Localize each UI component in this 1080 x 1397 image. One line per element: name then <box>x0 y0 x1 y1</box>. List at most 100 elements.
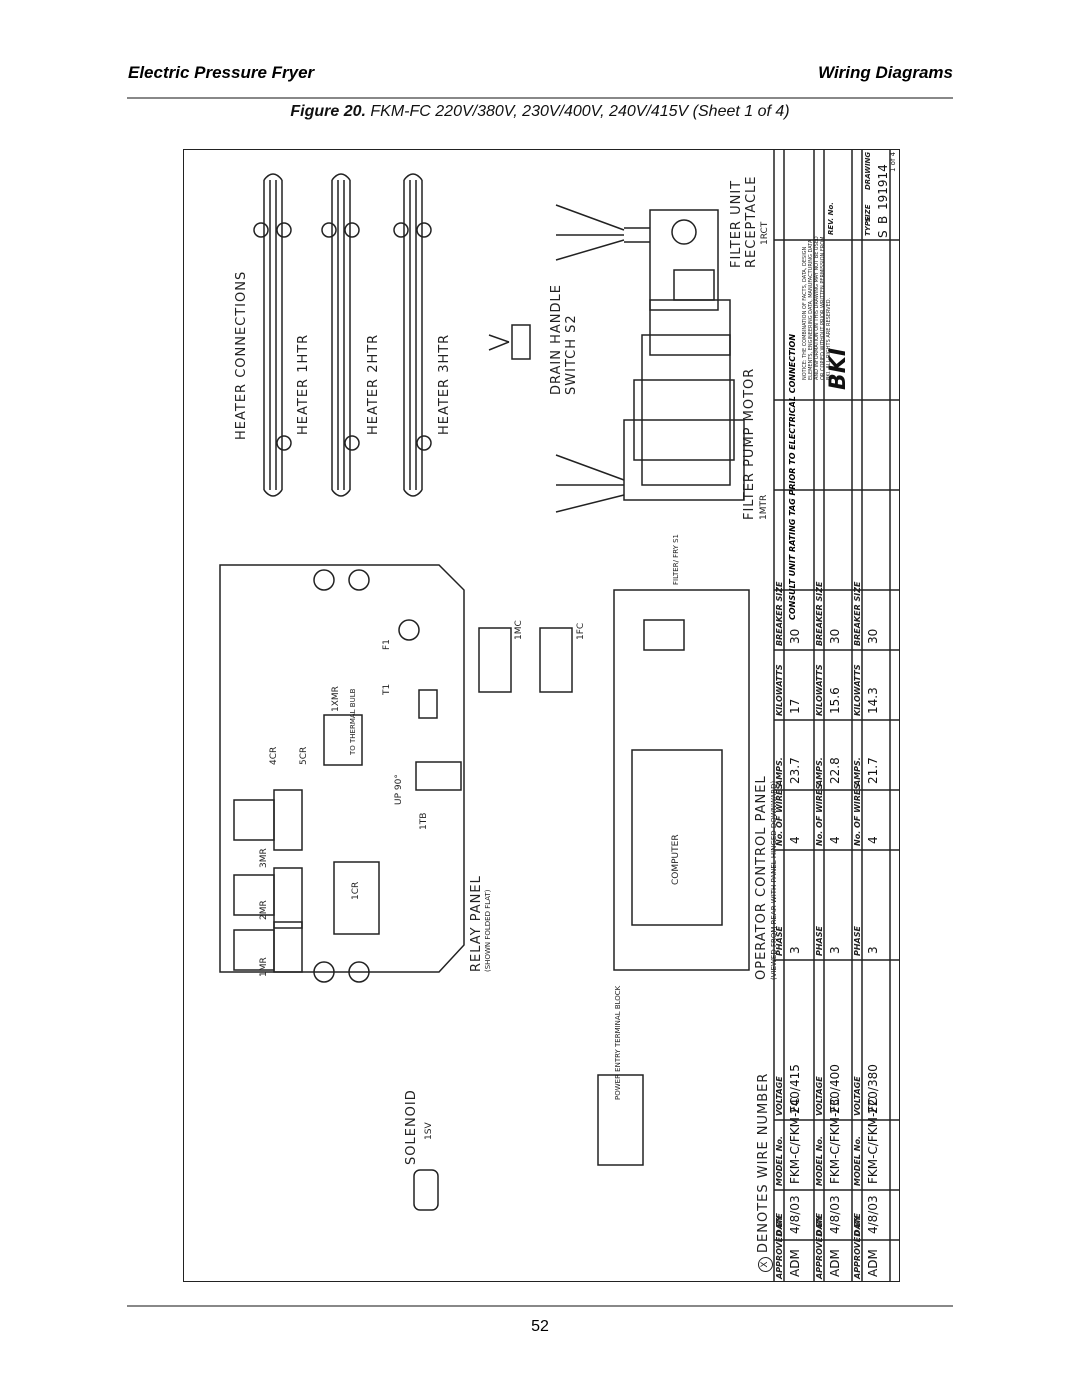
up-angle-label: UP 90° <box>394 774 404 805</box>
title-block-cell: ADM <box>828 1249 842 1277</box>
drain-switch-line-2: SWITCH S2 <box>564 314 579 395</box>
title-block-cell: 3 <box>866 946 880 954</box>
heater-2htr-label: HEATER 2HTR <box>366 333 381 435</box>
title-block-cell: 220/380 <box>866 1064 880 1114</box>
operator-panel-label: OPERATOR CONTROL PANEL <box>754 775 769 980</box>
wiring-diagram-drawing <box>219 150 899 1281</box>
heater-2htr-element <box>321 173 360 497</box>
drain-switch-line-1: DRAIN HANDLE <box>549 284 564 395</box>
pump-motor-label: FILTER PUMP MOTOR <box>742 367 757 520</box>
solenoid-label: SOLENOID <box>404 1089 419 1165</box>
thermal-bulb-label: TO THERMAL BULB <box>349 688 357 755</box>
relay-4cr-label: 4CR <box>269 746 279 765</box>
contactor-1mc-label: 1MC <box>514 620 524 640</box>
title-block-header: DATE <box>775 1213 784 1236</box>
title-block-header: DATE <box>815 1213 824 1236</box>
title-block-cell: ADM <box>866 1249 880 1277</box>
computer-label: COMPUTER <box>671 834 681 885</box>
title-block-header: AMPS. <box>853 757 862 786</box>
operator-panel-outline <box>613 589 750 971</box>
title-block-header: DATE <box>853 1213 862 1236</box>
title-block-cell: 14.3 <box>866 687 880 714</box>
wire-number-legend-text: DENOTES WIRE NUMBER <box>756 1072 771 1253</box>
title-block-header: AMPS. <box>775 757 784 786</box>
contactor-1mc <box>478 627 512 693</box>
title-block-cell: 4 <box>866 836 880 844</box>
title-block-header: BREAKER SIZE <box>815 581 824 646</box>
drawing-size: B <box>876 215 890 224</box>
contactor-1fc <box>539 627 573 693</box>
relay-panel-sub: (SHOWN FOLDED FLAT) <box>484 889 492 972</box>
filter-receptacle-body <box>649 209 719 311</box>
relay-2mr-label: 2MR <box>259 900 269 920</box>
title-block-cell: 3 <box>828 946 842 954</box>
title-block-header: PHASE <box>775 926 784 956</box>
wiring-diagram-sheet: HEATER CONNECTIONS HEATER 1HTR HEATER 2H… <box>183 149 900 1282</box>
relay-1cr-body <box>333 861 380 935</box>
filter-fry-switch-label: FILTER/ FRY S1 <box>672 533 680 585</box>
drawing-type: S <box>876 230 890 238</box>
title-block-header: KILOWATTS <box>853 664 862 716</box>
title-block-cell: 4/8/03 <box>866 1195 880 1234</box>
title-block-cell: 30 <box>788 628 802 644</box>
rev-no-label: REV. No. <box>827 202 835 235</box>
sheet-count: 1 of 4 <box>889 151 897 172</box>
drawing-number: 191914 <box>876 164 890 210</box>
title-block-cell: 21.7 <box>866 757 880 784</box>
heater-1htr-element <box>253 173 292 497</box>
title-block-header: PHASE <box>853 926 862 956</box>
page-number: 52 <box>531 1318 549 1335</box>
heater-connections-label: HEATER CONNECTIONS <box>234 270 249 440</box>
title-block-cell: 230/400 <box>828 1064 842 1114</box>
transformer-1xmr <box>323 714 363 766</box>
title-block-cell: 30 <box>866 628 880 644</box>
relay-panel-label: RELAY PANEL <box>469 875 484 972</box>
filter-receptacle-line-2: RECEPTACLE <box>744 175 759 268</box>
relay-panel-outline <box>219 564 465 973</box>
fuse-f1-label: F1 <box>382 639 392 650</box>
relay-3mr-label: 3MR <box>259 848 269 868</box>
figure-number: Figure 20. <box>290 103 366 120</box>
title-block-header: MODEL No. <box>853 1136 862 1186</box>
bki-logo: BKI <box>826 347 851 390</box>
power-entry-label: POWER ENTRY TERMINAL BLOCK <box>614 985 622 1100</box>
relay-1mr-label: 1MR <box>259 957 269 977</box>
title-block-header: MODEL No. <box>815 1136 824 1186</box>
title-block-cell: 23.7 <box>788 757 802 784</box>
title-block-cell: 240/415 <box>788 1064 802 1114</box>
terminal-block-1tb <box>415 761 462 791</box>
drawing-no-label: DRAWING No. <box>864 149 872 190</box>
heater-3htr-element <box>393 173 432 497</box>
title-block-header: BREAKER SIZE <box>775 581 784 646</box>
title-block-header: AMPS. <box>815 757 824 786</box>
title-block-header: KILOWATTS <box>815 664 824 716</box>
filter-receptacle-line-3: 1RCT <box>760 221 770 245</box>
heater-1htr-label: HEATER 1HTR <box>296 333 311 435</box>
terminal-1tb-label: 1TB <box>419 812 429 830</box>
title-block-header: PHASE <box>815 926 824 956</box>
title-block-cell: 22.8 <box>828 757 842 784</box>
solenoid-id: 1SV <box>424 1122 434 1140</box>
title-block-header: No. OF WIRES <box>853 783 862 846</box>
title-block-cell: 4 <box>788 836 802 844</box>
title-block-cell: 4/8/03 <box>828 1195 842 1234</box>
pump-motor-housing <box>641 334 731 486</box>
pump-motor-id: 1MTR <box>759 494 769 520</box>
consult-rating-note: CONSULT UNIT RATING TAG PRIOR TO ELECTRI… <box>788 333 797 620</box>
title-block-header: VOLTAGE <box>815 1076 824 1116</box>
title-block-cell: 3 <box>788 946 802 954</box>
footer-rule <box>127 1305 953 1307</box>
document-title: Electric Pressure Fryer <box>128 63 315 82</box>
title-block-header: VOLTAGE <box>775 1076 784 1116</box>
heater-3htr-label: HEATER 3HTR <box>437 333 452 435</box>
title-block-header: BREAKER SIZE <box>853 581 862 646</box>
figure-text: FKM-FC 220V/380V, 230V/400V, 240V/415V (… <box>370 103 790 120</box>
size-label: SIZE <box>864 204 872 222</box>
computer-board <box>631 749 723 926</box>
title-block-header: VOLTAGE <box>853 1076 862 1116</box>
header-rule <box>127 97 953 99</box>
title-block-header: No. OF WIRES <box>775 783 784 846</box>
thermostat-t1-label: T1 <box>382 683 392 695</box>
title-block-cell: 30 <box>828 628 842 644</box>
title-block-cell: 4 <box>828 836 842 844</box>
